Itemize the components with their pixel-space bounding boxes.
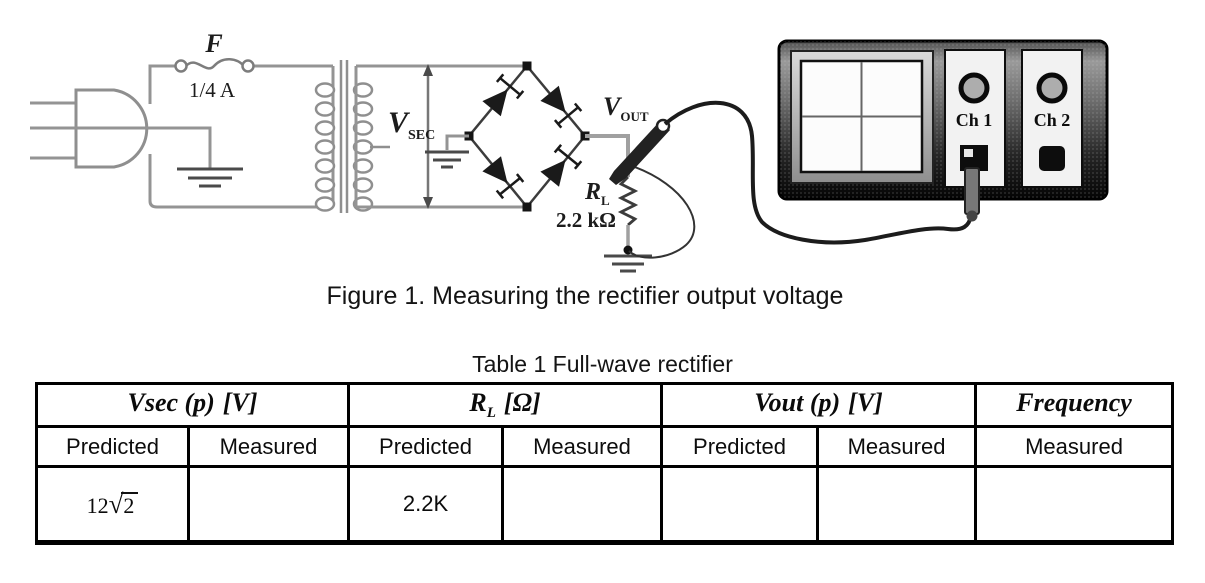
group-header-rl: RL[Ω]	[346, 382, 664, 428]
bridge-node	[464, 61, 590, 212]
vout-label: VOUT	[603, 92, 649, 124]
table-data-row: 12√2 2.2K	[35, 465, 1175, 544]
group-header-frequency: Frequency	[974, 382, 1175, 428]
vsec-arrow	[423, 64, 433, 209]
subheader-vsec-measured: Measured	[187, 425, 350, 468]
ch2-bnc-connector[interactable]	[1039, 146, 1065, 171]
ground-symbol-load	[604, 254, 652, 273]
ch1-knob[interactable]	[958, 72, 990, 104]
subheader-rl-predicted: Predicted	[347, 425, 504, 468]
probe-cable	[663, 100, 973, 245]
rl-label: RL	[584, 179, 610, 208]
load-resistor	[617, 176, 639, 227]
group-header-vsec: Vsec (p)[V]	[35, 382, 350, 428]
rl-value-label: 2.2 kΩ	[556, 208, 616, 232]
ground-symbol-primary	[177, 167, 243, 188]
table-title: Table 1 Full-wave rectifier	[472, 351, 733, 377]
table-subheader-row: Predicted Measured Predicted Measured Pr…	[35, 425, 1175, 468]
scope-probe	[609, 118, 671, 185]
fuse-rating-label: 1/4 A	[189, 78, 236, 102]
fuse: F 1/4 A	[174, 29, 255, 102]
neutral-wire	[30, 126, 212, 168]
cell-rl-predicted: 2.2K	[347, 465, 504, 544]
figure-caption: Figure 1. Measuring the rectifier output…	[326, 282, 844, 310]
group-header-vout: Vout (p)[V]	[660, 382, 978, 428]
cell-vsec-predicted: 12√2	[35, 465, 190, 544]
ch2-label: Ch 2	[1034, 110, 1071, 130]
cable-plug-tip	[966, 210, 978, 222]
subheader-vsec-predicted: Predicted	[35, 425, 190, 468]
ch2-knob[interactable]	[1036, 72, 1068, 104]
vsec-label: VSEC	[388, 106, 435, 143]
subheader-vout-measured: Measured	[816, 425, 978, 468]
cell-rl-measured	[500, 465, 664, 544]
cable-plug	[964, 167, 980, 215]
diode-cathode-bar	[495, 73, 583, 200]
rectifier-circuit-figure: F 1/4 A VSEC	[30, 29, 1109, 273]
cell-frequency-measured	[974, 465, 1175, 544]
probe-ground-lead	[628, 165, 696, 259]
screen-graticule	[802, 62, 921, 171]
secondary-wiring	[354, 64, 527, 209]
cell-vout-measured	[816, 465, 978, 544]
subheader-vout-predicted: Predicted	[660, 425, 820, 468]
bridge-rectifier	[464, 61, 590, 212]
subheader-rl-measured: Measured	[500, 425, 664, 468]
ch1-label: Ch 1	[956, 110, 993, 130]
cell-vout-predicted	[660, 465, 820, 544]
ground-symbol-bridge	[425, 134, 469, 169]
cell-vsec-measured	[187, 465, 350, 544]
table-group-header-row: Vsec (p)[V] RL[Ω] Vout (p)[V] Frequency	[35, 382, 1175, 428]
fuse-name-label: F	[204, 29, 222, 58]
oscilloscope: Ch 1 Ch 2	[777, 39, 1109, 222]
transformer	[314, 60, 390, 213]
subheader-frequency-measured: Measured	[974, 425, 1175, 468]
measurement-table: Vsec (p)[V] RL[Ω] Vout (p)[V] Frequency …	[35, 382, 1175, 545]
diode	[482, 85, 566, 187]
